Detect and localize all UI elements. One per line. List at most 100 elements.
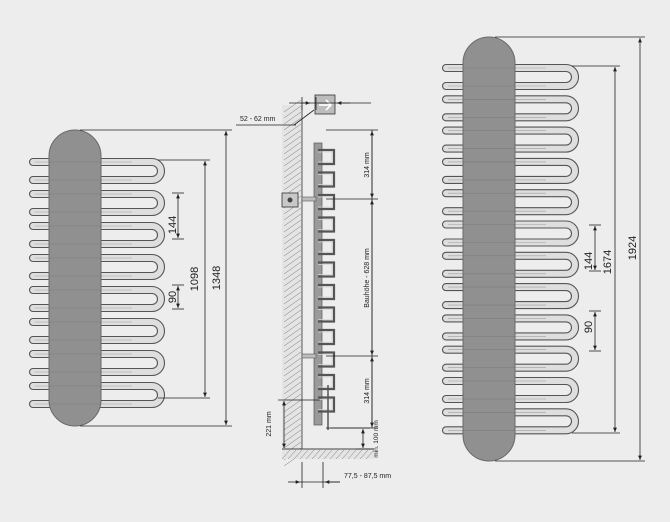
- side-tube-3: [318, 193, 336, 211]
- side-tube-5: [318, 238, 336, 256]
- left-bend-gap-label: 90: [167, 291, 179, 303]
- bottom-to-floor-label: 221 mm: [266, 411, 273, 436]
- side-tube-highlight-11: [318, 376, 333, 388]
- wall-hatch-line: [283, 381, 302, 395]
- wall-hatch-line: [283, 219, 302, 233]
- side-view-tubes: [318, 148, 336, 413]
- mounting-arrow-icon: [314, 94, 336, 115]
- side-tube-11: [318, 373, 336, 391]
- wall-hatch-line: [283, 375, 302, 389]
- floor-hatch-line: [287, 449, 297, 460]
- wall-hatch-line: [283, 333, 302, 347]
- right-dimensions: [495, 36, 645, 462]
- right-radiator: [441, 36, 580, 462]
- wall-hatch-line: [283, 147, 302, 161]
- side-view: [281, 94, 375, 467]
- floor-hatch-line: [353, 449, 363, 460]
- wall-hatch-line: [283, 321, 302, 335]
- lower-to-bottom-label: 314 mm: [364, 378, 371, 403]
- wall-hatch-line: [283, 267, 302, 281]
- right-bend-gap-label: 90: [583, 321, 595, 333]
- side-tube-highlight-9: [318, 331, 333, 343]
- side-tube-highlight-12: [318, 399, 333, 410]
- side-tube-10: [318, 351, 336, 368]
- floor-hatch-line: [359, 449, 369, 460]
- wall-hatch-line: [283, 357, 302, 371]
- wall-hatch-line: [283, 207, 302, 221]
- left-total-height-label: 1348: [211, 266, 223, 290]
- right-inner-height-label: 1674: [602, 250, 614, 274]
- side-tube-highlight-10: [318, 354, 333, 365]
- wall-hatch-line: [283, 135, 302, 149]
- wall-hatch-line: [283, 417, 302, 431]
- floor-hatch-line: [341, 449, 351, 460]
- floor-hatch: [281, 448, 375, 460]
- wall-hatch-line: [283, 387, 302, 401]
- left-dimensions: [80, 129, 232, 427]
- side-tube-6: [318, 261, 336, 278]
- floor-hatch-line: [365, 449, 375, 460]
- side-tube-9: [318, 328, 336, 346]
- wall-hatch-line: [283, 405, 302, 419]
- floor-hatch-line: [281, 449, 291, 460]
- wall-hatch-line: [283, 249, 302, 263]
- side-tube-1: [318, 148, 336, 166]
- wall-hatch-line: [283, 105, 302, 119]
- wall-hatch-line: [283, 99, 302, 113]
- wall-hatch-line: [283, 279, 302, 293]
- floor-hatch-line: [317, 449, 327, 460]
- wall-hatch-line: [283, 213, 302, 227]
- floor-hatch-line: [329, 449, 339, 460]
- wall-hatch-line: [283, 177, 302, 191]
- depth-label: 77,5 - 87,5 mm: [344, 473, 391, 480]
- floor-hatch-line: [347, 449, 357, 460]
- left-radiator-tubes-front: [35, 161, 132, 405]
- floor-hatch-line: [335, 449, 345, 460]
- side-tube-highlight-8: [318, 309, 333, 320]
- wall-hatch-line: [283, 435, 302, 449]
- left-radiator-collector: [48, 129, 102, 427]
- right-radiator-collector: [462, 36, 516, 462]
- side-tube-12: [318, 396, 336, 413]
- side-tube-highlight-1: [318, 151, 333, 163]
- lower-bracket: [301, 353, 317, 359]
- floor-hatch-line: [311, 449, 321, 460]
- wall-hatch-line: [283, 159, 302, 173]
- min-floor-clearance-label: min. 100 mm: [373, 420, 380, 458]
- wall-hatch-line: [283, 315, 302, 329]
- wall-hatch-line: [283, 351, 302, 365]
- side-tube-7: [318, 283, 336, 301]
- upper-bracket: [301, 196, 317, 202]
- wall-hatch-line: [283, 261, 302, 275]
- side-tube-8: [318, 306, 336, 323]
- wall-offset-label: 52 - 62 mm: [240, 116, 276, 123]
- side-tube-highlight-5: [318, 241, 333, 253]
- left-radiator: [28, 129, 166, 427]
- side-tube-highlight-4: [318, 219, 333, 230]
- side-tube-highlight-6: [318, 264, 333, 275]
- wall-hatch-line: [283, 171, 302, 185]
- wall-hatch-line: [283, 255, 302, 269]
- wall-hatch-line: [283, 243, 302, 257]
- wall-hatch-line: [283, 237, 302, 251]
- wall-hatch-line: [283, 309, 302, 323]
- wall-hatch-line: [283, 291, 302, 305]
- side-tube-4: [318, 216, 336, 233]
- wall-hatch-line: [283, 153, 302, 167]
- wall-mount-icon: [281, 192, 299, 208]
- wall-hatch-line: [283, 165, 302, 179]
- wall-hatch-line: [283, 285, 302, 299]
- left-inner-height-label: 1098: [189, 267, 201, 291]
- floor-hatch-line: [299, 449, 309, 460]
- wall-hatch-line: [283, 339, 302, 353]
- bracket-spacing-label: Bauhöhe - 628 mm: [364, 248, 371, 308]
- side-dimensions: [236, 97, 378, 488]
- wall-hatch-line: [283, 273, 302, 287]
- wall-hatch-line: [283, 129, 302, 143]
- wall-hatch-line: [283, 225, 302, 239]
- right-radiator-tubes-front: [448, 67, 546, 431]
- wall-hatch: [282, 99, 303, 467]
- wall-hatch-line: [283, 423, 302, 437]
